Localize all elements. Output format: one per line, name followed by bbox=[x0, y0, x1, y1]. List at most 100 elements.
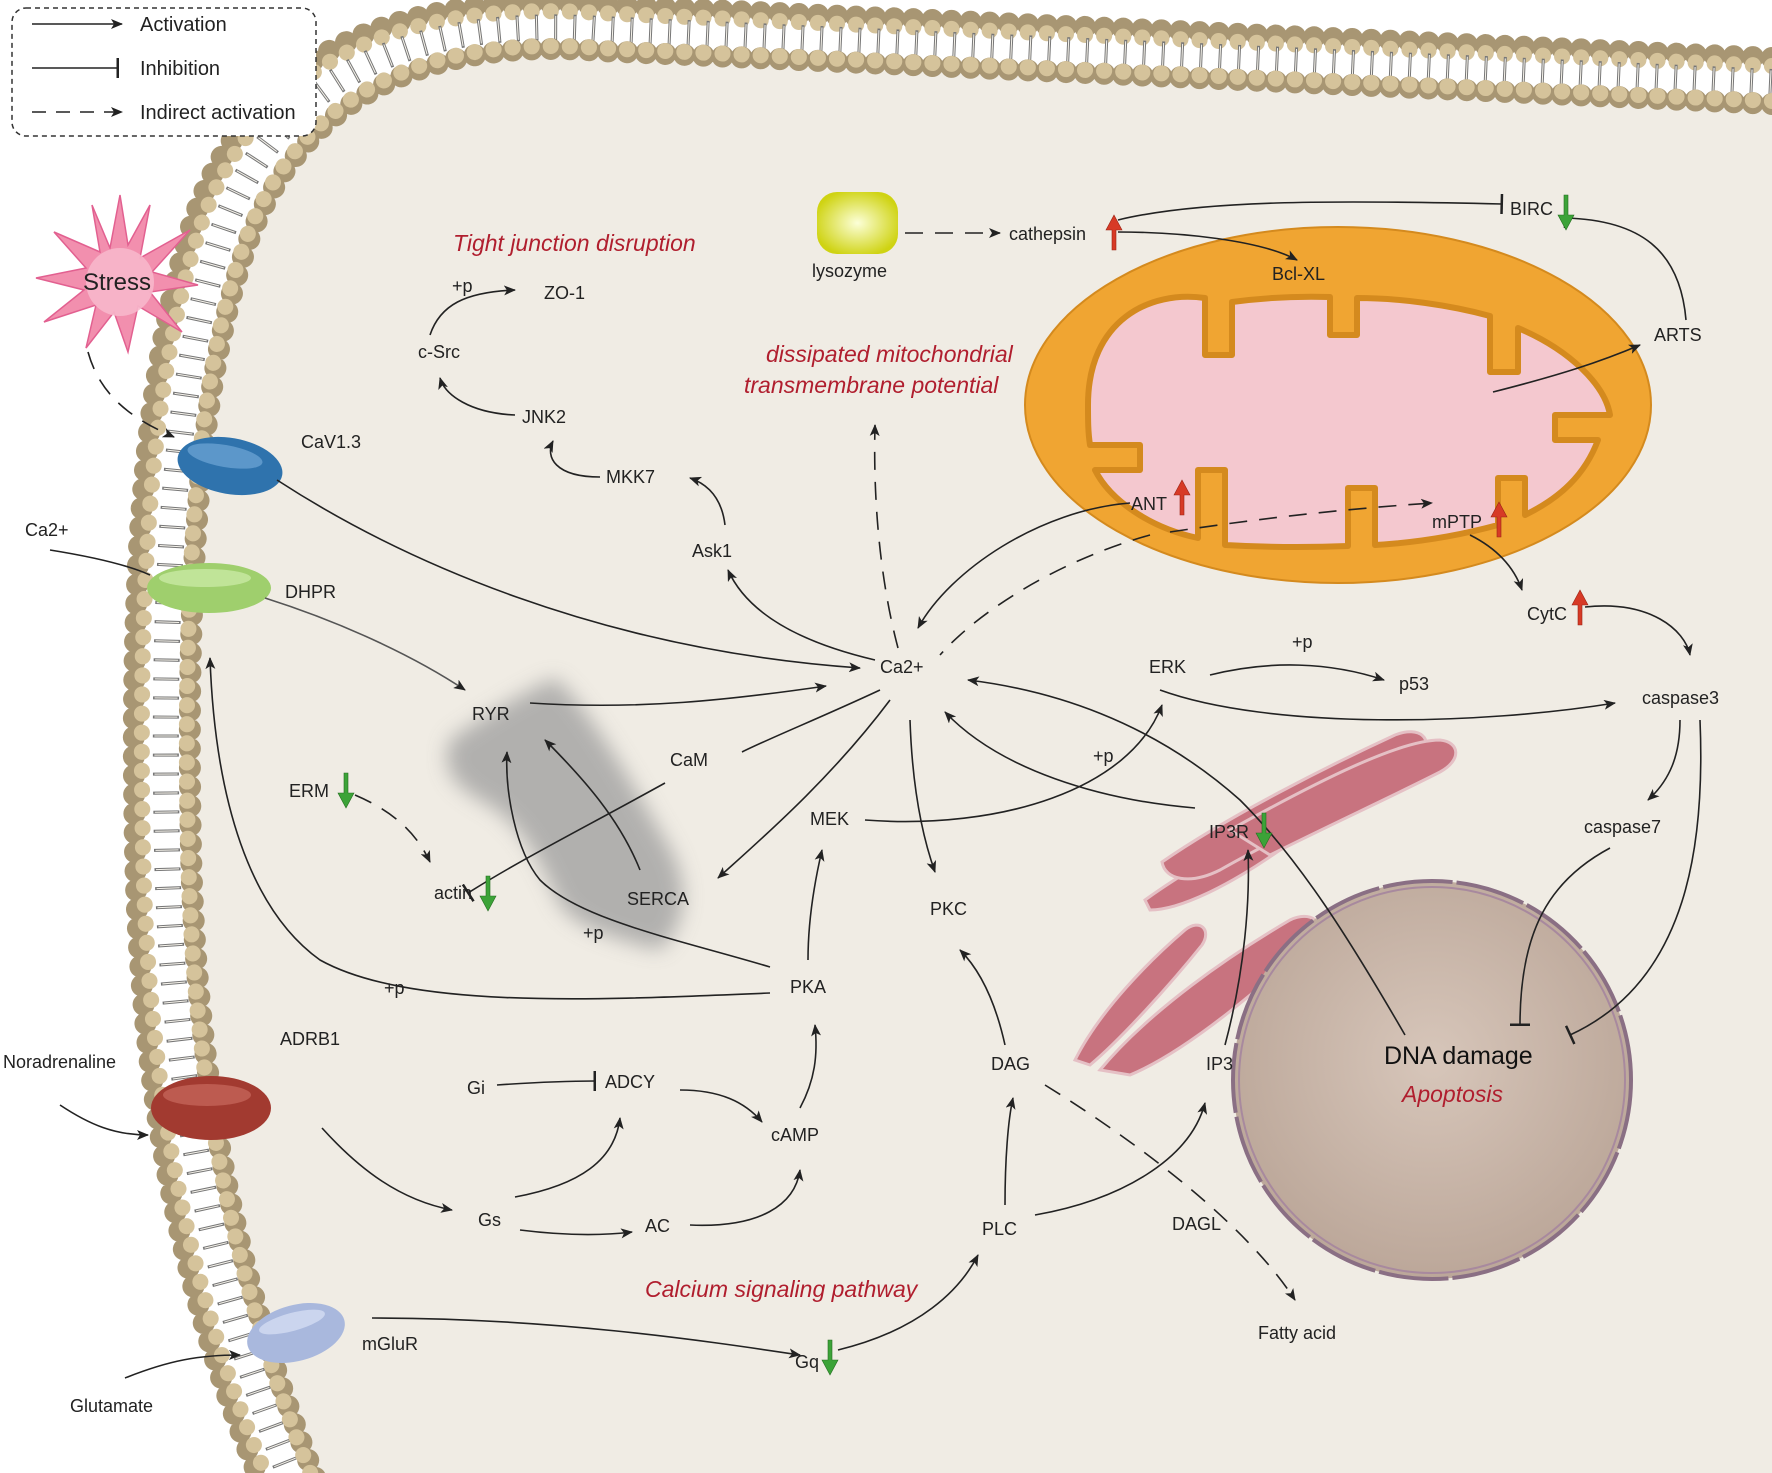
arrow-erk-p53 bbox=[1209, 664, 1385, 682]
label-fatty-acid: Fatty acid bbox=[1258, 1323, 1336, 1343]
label-glutamate: Glutamate bbox=[70, 1396, 153, 1416]
arrow-dna-ca2 bbox=[967, 676, 1406, 1036]
arrow-mptp-cytc bbox=[1469, 534, 1524, 591]
arrow-pka-dhpr bbox=[205, 657, 771, 1000]
arrow-caspase3-dna bbox=[1564, 719, 1702, 1045]
label-calcium-pathway: Calcium signaling pathway bbox=[645, 1276, 919, 1302]
label-caspase3: caspase3 bbox=[1642, 688, 1719, 708]
label-ip3: IP3 bbox=[1206, 1054, 1233, 1074]
label-dhpr: DHPR bbox=[285, 582, 336, 602]
label-p53: p53 bbox=[1399, 674, 1429, 694]
label-ac: AC bbox=[645, 1216, 670, 1236]
arrow-jnk2-csrc bbox=[438, 377, 516, 416]
label-adcy: ADCY bbox=[605, 1072, 655, 1092]
label-ip3r: IP3R bbox=[1209, 822, 1249, 842]
arrow-gs-adcy bbox=[514, 1117, 624, 1198]
label-zo1: ZO-1 bbox=[544, 283, 585, 303]
label-ask1: Ask1 bbox=[692, 541, 732, 561]
label-ca2-center: Ca2+ bbox=[880, 657, 924, 677]
arrow-cytc-caspase3 bbox=[1584, 605, 1693, 656]
arrow-stress-cav13 bbox=[87, 351, 175, 438]
label-plus-p-zo1: +p bbox=[452, 276, 473, 296]
adrb1-receptor bbox=[151, 1076, 271, 1140]
legend-inhibition-label: Inhibition bbox=[140, 58, 220, 80]
arrow-cathepsin-bclxl bbox=[1117, 231, 1298, 261]
label-adrb1: ADRB1 bbox=[280, 1029, 340, 1049]
label-erm: ERM bbox=[289, 781, 329, 801]
gq-down-icon bbox=[821, 1339, 839, 1376]
label-dag: DAG bbox=[991, 1054, 1030, 1074]
arrow-ip3r-ca2 bbox=[944, 711, 1196, 809]
arrow-adrb1-gs bbox=[321, 1127, 453, 1213]
legend-box bbox=[11, 7, 317, 137]
label-mptp: mPTP bbox=[1432, 512, 1482, 532]
label-serca: SERCA bbox=[627, 889, 689, 909]
pathway-arrows bbox=[49, 193, 1702, 1379]
arrow-ca2-ext-dhpr bbox=[49, 549, 151, 576]
label-caspase7: caspase7 bbox=[1584, 817, 1661, 837]
arrow-ant-mptp bbox=[1169, 498, 1433, 533]
label-plus-p-dhpr: +p bbox=[384, 978, 405, 998]
label-lysozyme: lysozyme bbox=[812, 261, 887, 281]
label-camp: cAMP bbox=[771, 1125, 819, 1145]
arrow-mglur-gq bbox=[371, 1317, 801, 1359]
label-mito-potential-2: transmembrane potential bbox=[744, 372, 999, 398]
arrow-glutamate-mglur bbox=[124, 1350, 241, 1379]
label-cytc: CytC bbox=[1527, 604, 1567, 624]
arrow-plc-ip3 bbox=[1034, 1102, 1208, 1216]
arrow-gq-plc bbox=[837, 1254, 979, 1351]
label-cav13: CaV1.3 bbox=[301, 432, 361, 452]
label-cathepsin: cathepsin bbox=[1009, 224, 1086, 244]
arrow-cav13-ca2 bbox=[276, 479, 861, 673]
label-mito-potential-1: dissipated mitochondrial bbox=[766, 341, 1014, 367]
expression-indicators bbox=[337, 194, 1589, 1376]
arrow-erk-caspase3 bbox=[1159, 689, 1616, 721]
label-erk: ERK bbox=[1149, 657, 1186, 677]
ant-up-icon bbox=[1173, 479, 1191, 516]
arrow-serca-ryr bbox=[544, 739, 641, 871]
cav13-channel bbox=[177, 436, 283, 496]
arrow-cathepsin-birc bbox=[1117, 193, 1504, 221]
label-plus-p-mek: +p bbox=[1093, 746, 1114, 766]
cell-membrane bbox=[122, 0, 1772, 1473]
mitochondrion bbox=[1024, 226, 1652, 584]
label-arts: ARTS bbox=[1654, 325, 1702, 345]
label-cam: CaM bbox=[670, 750, 708, 770]
lysozyme-vesicle bbox=[817, 192, 898, 254]
arrow-ant-ca2 bbox=[917, 502, 1131, 629]
arrow-csrc-zo1 bbox=[429, 285, 516, 336]
arrow-caspase7-dna bbox=[1509, 847, 1611, 1027]
ip3r-down-icon bbox=[1255, 812, 1273, 849]
erm-down-icon bbox=[337, 772, 355, 809]
arrow-dag-pkc bbox=[959, 949, 1006, 1046]
arrow-ryr-ca2 bbox=[529, 682, 827, 707]
arrow-caspase3-caspase7 bbox=[1647, 719, 1681, 801]
label-gi: Gi bbox=[467, 1078, 485, 1098]
arrow-ca2-mito-potential bbox=[869, 424, 899, 649]
label-plc: PLC bbox=[982, 1219, 1017, 1239]
endoplasmic-reticulum bbox=[1072, 730, 1458, 1077]
arrow-gs-ac bbox=[519, 1228, 633, 1239]
arrow-erm-actin bbox=[354, 794, 431, 863]
arrow-adcy-camp bbox=[679, 1089, 763, 1123]
legend-indirect-label: Indirect activation bbox=[140, 102, 296, 124]
arrow-gi-adcy bbox=[496, 1070, 597, 1092]
arrow-noradrenaline-adrb1 bbox=[59, 1104, 149, 1140]
label-gs: Gs bbox=[478, 1210, 501, 1230]
actin-down-icon bbox=[479, 875, 497, 912]
label-ca2-ext: Ca2+ bbox=[25, 520, 69, 540]
arrow-mek-erk bbox=[864, 704, 1163, 823]
arrow-mito-arts bbox=[1492, 344, 1641, 393]
stress-burst: Stress bbox=[35, 194, 199, 355]
arrow-ca2-cam bbox=[741, 689, 881, 753]
label-plus-p-erk: +p bbox=[1292, 632, 1313, 652]
arrow-pka-ryr bbox=[501, 751, 771, 968]
label-plus-p-serca: +p bbox=[583, 923, 604, 943]
dhpr-channel bbox=[147, 563, 271, 613]
label-bclxl: Bcl-XL bbox=[1272, 264, 1325, 284]
arrow-ca2-pkc bbox=[909, 719, 937, 873]
arrow-ask1-mkk7 bbox=[689, 476, 726, 526]
arrow-mkk7-jnk2 bbox=[543, 440, 601, 478]
label-tight-junction: Tight junction disruption bbox=[453, 230, 696, 256]
